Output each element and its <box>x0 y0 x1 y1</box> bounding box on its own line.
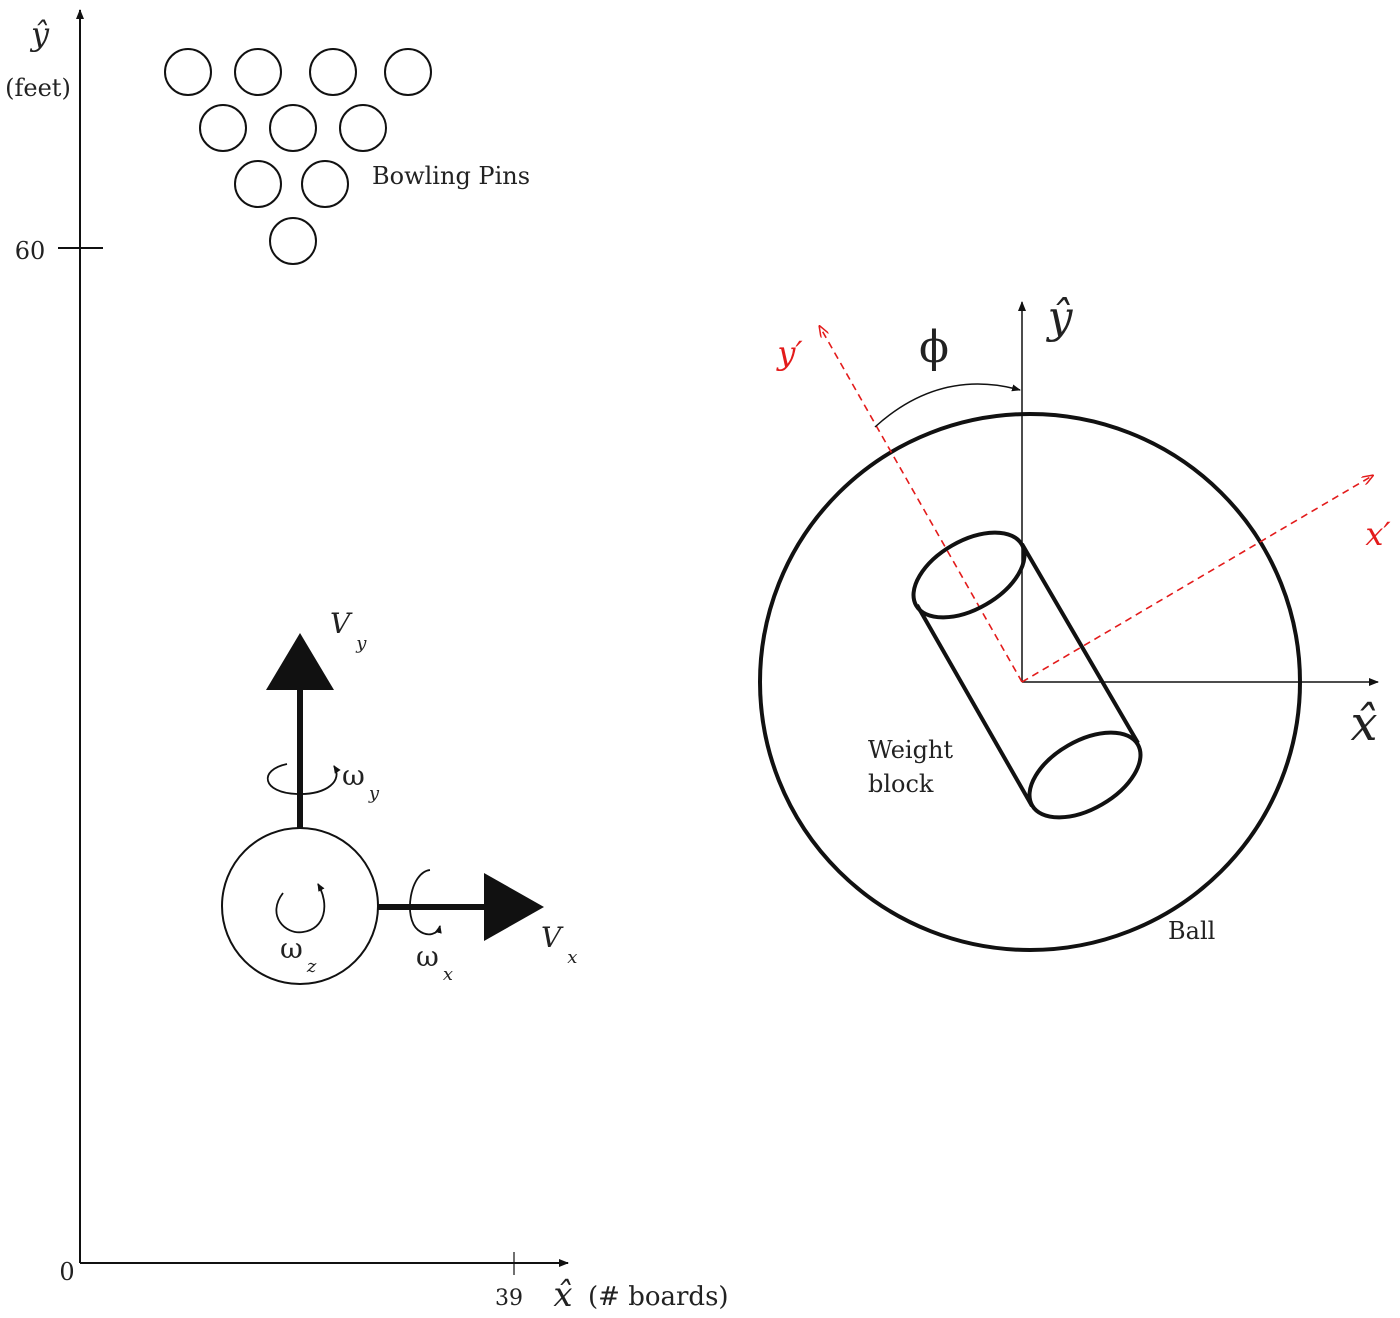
pin-10 <box>384 48 432 96</box>
y-prime-axis <box>820 327 1023 683</box>
lane-x-axis-symbol: x̂ <box>553 1275 572 1315</box>
ball-y-axis-symbol: ŷ <box>1046 292 1074 343</box>
omega-x-label: ωx <box>416 940 453 985</box>
ball-x-axis-symbol: x̂ <box>1350 696 1377 752</box>
pin-9 <box>309 48 357 96</box>
pin-5 <box>269 104 317 152</box>
lane-x-axis-unit: (# boards) <box>588 1282 729 1312</box>
vy-arrowhead <box>266 633 334 690</box>
omega-y-label: ωy <box>342 759 380 804</box>
weight-block-right-edge <box>1020 542 1140 745</box>
weight-block-cylinder <box>911 530 1143 820</box>
phi-label: ϕ <box>919 322 949 373</box>
vx-label: Vx <box>541 921 577 968</box>
ball-label: Ball <box>1168 917 1215 945</box>
weight-block-label-line2: block <box>868 770 934 798</box>
y-prime-label: y′ <box>775 334 803 372</box>
pins-label: Bowling Pins <box>372 162 530 190</box>
pin-2 <box>234 160 282 208</box>
lane-origin-label: 0 <box>59 1258 74 1286</box>
vy-label: Vy <box>330 607 367 654</box>
pin-7 <box>164 48 212 96</box>
pin-1 <box>269 217 317 265</box>
lane-y-axis-symbol: ŷ <box>29 15 50 53</box>
bowling-pins <box>164 48 432 265</box>
pin-8 <box>234 48 282 96</box>
ball-motion-diagram <box>221 633 544 985</box>
weight-block-left-edge <box>915 604 1034 807</box>
weight-block-top-face <box>911 530 1027 620</box>
x-prime-axis <box>1021 476 1372 683</box>
lane-y-tick-label: 60 <box>15 237 46 265</box>
lane-y-axis-unit: (feet) <box>5 74 71 102</box>
lane-x-tick-label: 39 <box>495 1286 523 1311</box>
omega-z-label: ωz <box>280 932 317 977</box>
lane-frame: ŷ (feet) 60 0 39 x̂ (# boards) <box>5 9 729 1315</box>
phi-angle-arc <box>874 383 1021 428</box>
omega-z-curl-icon <box>275 883 326 934</box>
omega-x-curl-icon <box>409 869 442 936</box>
ball-frame: ŷ x̂ y′ x′ ϕ Weight block Ball <box>758 292 1391 952</box>
pin-3 <box>301 160 349 208</box>
pin-4 <box>199 104 247 152</box>
weight-block-label-line1: Weight <box>868 736 953 764</box>
vx-arrowhead <box>484 873 544 941</box>
omega-y-curl-icon <box>267 763 341 795</box>
x-prime-label: x′ <box>1365 515 1391 553</box>
pin-6 <box>339 104 387 152</box>
